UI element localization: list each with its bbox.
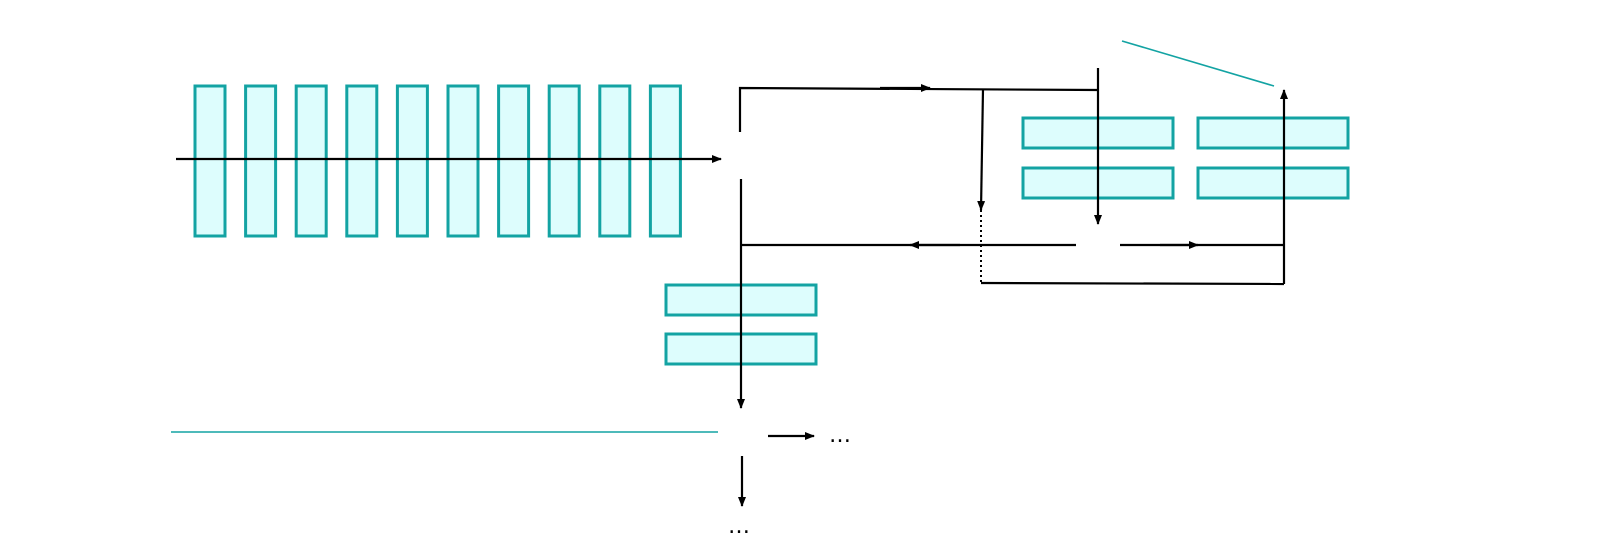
queue-slot — [294, 84, 328, 238]
loop-bottom-line — [980, 281, 1285, 286]
queue-slot — [446, 84, 480, 238]
teal-connector-top — [1121, 40, 1275, 87]
continuation-down: … — [728, 514, 750, 539]
top-route — [738, 86, 1099, 132]
queue-slot — [193, 84, 227, 238]
queue-slot — [648, 84, 682, 238]
continuation-right: … — [829, 423, 851, 448]
branch-down-arrow — [977, 88, 986, 211]
queue-slot — [497, 84, 531, 238]
queue-slot — [598, 84, 632, 238]
queue-slot — [395, 84, 429, 238]
queue-slot — [547, 84, 581, 238]
queue-slot — [244, 84, 278, 238]
queue-slot — [345, 84, 379, 238]
right-buffer-b-top — [1196, 116, 1350, 150]
right-buffer-b-bottom — [1196, 166, 1350, 200]
queue-slots — [193, 84, 682, 238]
